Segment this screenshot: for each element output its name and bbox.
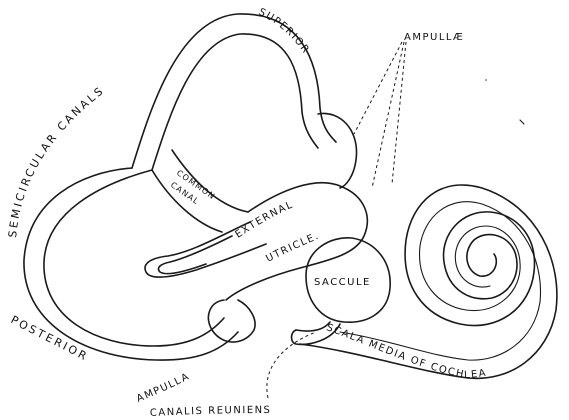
superior-canal-inner xyxy=(152,34,318,170)
posterior-ampulla xyxy=(208,300,255,342)
label-posterior: POSTERIOR xyxy=(9,313,91,364)
label-semicircular-canals: SEMICIRCULAR CANALS xyxy=(6,84,107,239)
speck xyxy=(485,79,487,81)
label-ampulla: AMPULLA xyxy=(135,371,192,405)
speck-mark xyxy=(520,120,524,124)
external-canal-lower xyxy=(158,236,232,274)
canalis-reuniens-upper xyxy=(296,322,330,331)
leader-ampullae-1 xyxy=(354,42,402,134)
label-scala-media: SCALA MEDIA OF COCHLEA xyxy=(325,322,488,381)
label-canalis-reuniens: CANALIS REUNIENS xyxy=(150,405,272,419)
label-superior: SUPERIOR xyxy=(257,7,312,57)
superior-canal-outer xyxy=(132,14,336,168)
label-external: EXTERNAL xyxy=(233,199,295,240)
leader-ampullae-3 xyxy=(392,42,406,184)
label-utricle: UTRICLE. xyxy=(264,230,321,264)
label-ampullae: AMPULLÆ xyxy=(404,32,464,43)
leader-canalis-reuniens xyxy=(267,332,316,398)
label-saccule: SACCULE xyxy=(314,277,371,288)
